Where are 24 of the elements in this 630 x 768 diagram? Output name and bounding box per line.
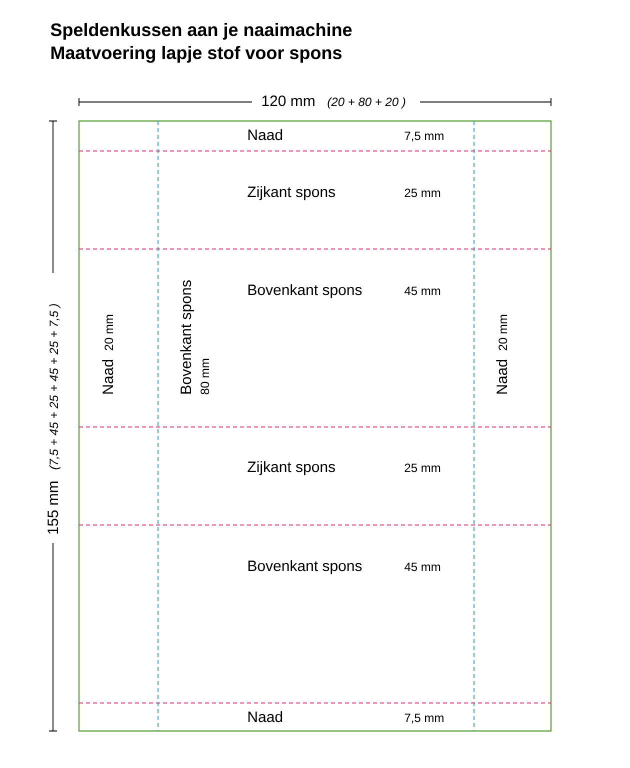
measurement-label: 7,5 mm bbox=[404, 714, 444, 724]
part-label: Naad bbox=[248, 129, 282, 140]
part-label: Zijkant spons bbox=[248, 186, 335, 200]
part-label: Bovenkant spons bbox=[180, 280, 194, 394]
dimension-label: 120 mm bbox=[262, 96, 314, 106]
measurement-label: 45 mm bbox=[404, 286, 440, 296]
dimension-label: 155 mm bbox=[48, 482, 58, 534]
dimension-formula: (20 + 80 + 20 ) bbox=[328, 97, 406, 108]
measurement-label: 20 mm bbox=[498, 314, 508, 350]
measurement-label: 20 mm bbox=[104, 314, 114, 350]
subtitle: Maatvoering lapje stof voor spons bbox=[51, 46, 342, 63]
part-label: Naad bbox=[248, 711, 282, 722]
part-label: Bovenkant spons bbox=[248, 560, 362, 574]
part-label: Naad bbox=[496, 360, 508, 394]
part-label: Naad bbox=[102, 360, 114, 394]
dimension-formula: (7,5 + 45 + 25 + 45 + 25 + 7,5 ) bbox=[49, 304, 60, 470]
part-label: Bovenkant spons bbox=[248, 284, 362, 298]
part-label: Zijkant spons bbox=[248, 461, 335, 476]
measurement-label: 45 mm bbox=[404, 562, 440, 572]
measurement-label: 7,5 mm bbox=[404, 132, 444, 142]
measurement-label: 25 mm bbox=[404, 188, 440, 198]
title: Speldenkussen aan je naaimachine bbox=[50, 22, 352, 40]
measurement-label: 80 mm bbox=[200, 358, 210, 394]
measurement-label: 25 mm bbox=[404, 464, 440, 472]
